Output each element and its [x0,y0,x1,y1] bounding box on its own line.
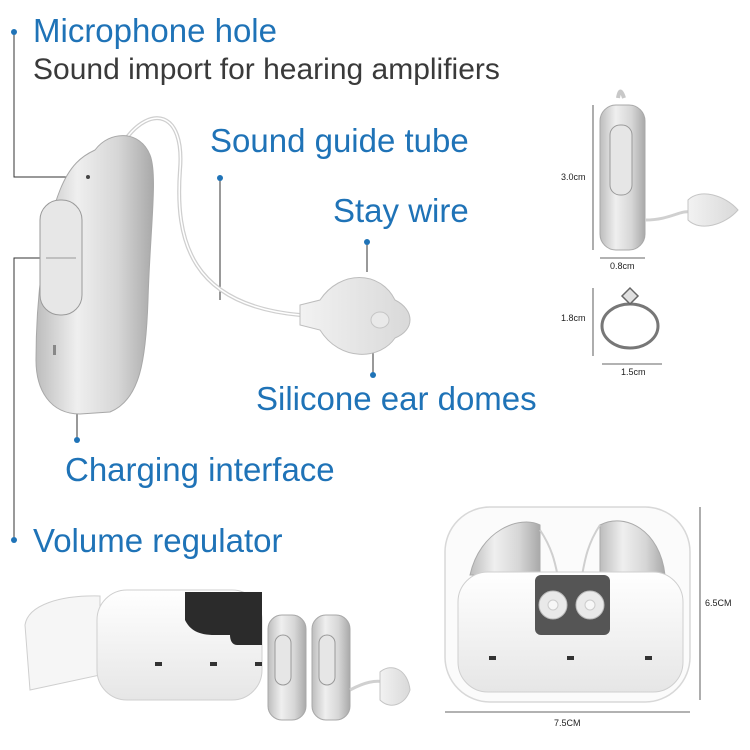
hearing-aid-device [35,135,154,415]
device-side-view [599,89,739,251]
charging-case-closed [444,506,691,703]
charging-interface-label: Charging interface [65,451,335,488]
dimension-lines [445,105,701,713]
device-width-label: 0.8cm [610,261,635,271]
silicone-ear-domes-label: Silicone ear domes [256,380,537,417]
charging-case-open [24,589,411,721]
volume-regulator-label: Volume regulator [33,522,283,559]
case-height-label: 6.5CM [705,598,732,608]
stay-wire-label: Stay wire [333,192,469,229]
ring-height-label: 1.8cm [561,313,586,323]
ring-icon [600,286,660,350]
microphone-hole [86,175,90,179]
microphone-hole-label: Microphone hole [33,12,277,49]
sound-guide-tube-label: Sound guide tube [210,122,469,159]
microphone-sub-label: Sound import for hearing amplifiers [33,53,500,86]
ring-width-label: 1.5cm [621,367,646,377]
silicone-ear-dome [299,277,411,355]
device-height-label: 3.0cm [561,172,586,182]
case-width-label: 7.5CM [554,718,581,728]
